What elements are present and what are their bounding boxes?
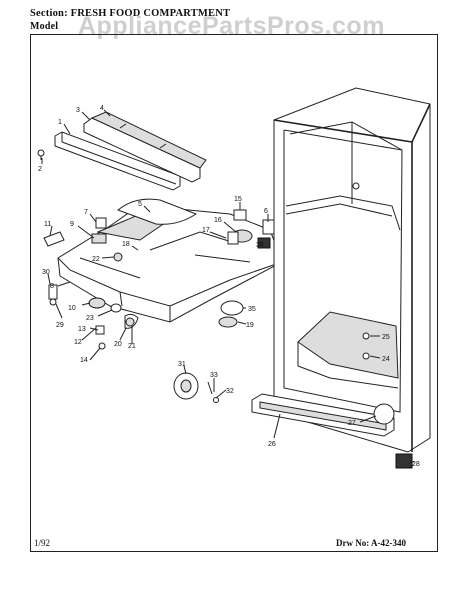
- part-roller-wheel: [173, 372, 219, 403]
- diagram-frame: [30, 34, 438, 552]
- part-cabinet: [273, 87, 431, 453]
- section-heading: Section: FRESH FOOD COMPARTMENT: [30, 8, 230, 19]
- part-knob: [113, 252, 123, 262]
- section-name: FRESH FOOD COMPARTMENT: [70, 8, 231, 19]
- callout-15: 15: [234, 196, 242, 203]
- part-latch: [48, 284, 58, 306]
- model-heading: Model: [30, 21, 58, 32]
- callout-18: 18: [122, 241, 130, 248]
- callout-16: 16: [214, 217, 222, 224]
- callout-6: 6: [264, 208, 268, 215]
- callout-12: 12: [74, 339, 82, 346]
- callout-24: 24: [382, 356, 390, 363]
- callout-7: 7: [84, 209, 88, 216]
- callout-9: 9: [70, 221, 74, 228]
- part-toe-grille: [251, 393, 395, 437]
- callout-29: 29: [56, 322, 64, 329]
- callout-25: 25: [382, 334, 390, 341]
- drawing-number: Drw No: A-42-340: [336, 538, 406, 548]
- part-switch: [91, 217, 107, 244]
- callout-1: 1: [58, 119, 62, 126]
- callout-5: 5: [138, 201, 142, 208]
- part-thermostat-assembly: [227, 209, 276, 249]
- part-upper-bar: [83, 111, 207, 183]
- callout-30: 30: [42, 269, 50, 276]
- part-air-duct: [117, 198, 198, 225]
- callout-28: 28: [412, 461, 420, 468]
- callout-10: 10: [68, 305, 76, 312]
- callout-31: 31: [178, 361, 186, 368]
- callout-32: 32: [226, 388, 234, 395]
- callout-3: 3: [76, 107, 80, 114]
- part-trim-strip: [54, 131, 181, 191]
- part-bracket: [43, 231, 65, 247]
- callout-19: 19: [246, 322, 254, 329]
- callout-14: 14: [80, 357, 88, 364]
- callout-4: 4: [100, 105, 104, 112]
- callout-17: 17: [202, 227, 210, 234]
- callout-34: 34: [256, 242, 264, 249]
- screw-icon: [37, 149, 45, 160]
- callout-35: 35: [248, 306, 256, 313]
- model-label: Model: [30, 21, 59, 32]
- callout-26: 26: [268, 441, 276, 448]
- leader-lines: [41, 109, 414, 463]
- callout-33: 33: [210, 372, 218, 379]
- callout-8: 8: [50, 283, 54, 290]
- part-round-caps: [218, 300, 244, 328]
- revision-date: 1/92: [34, 538, 51, 548]
- part-leveling-bracket: [373, 403, 413, 469]
- callout-20: 20: [114, 341, 122, 348]
- callout-labels: 1 2 3 4 5 6 7 8 9 10 11 12 13 14 15 16 1…: [38, 105, 420, 468]
- callout-13: 13: [78, 326, 86, 333]
- callout-23: 23: [86, 315, 94, 322]
- callout-21: 21: [128, 343, 136, 350]
- callout-11: 11: [44, 221, 51, 228]
- callout-2: 2: [38, 166, 42, 173]
- callout-22: 22: [92, 256, 100, 263]
- section-label: Section:: [30, 8, 68, 19]
- callout-27: 27: [348, 420, 356, 427]
